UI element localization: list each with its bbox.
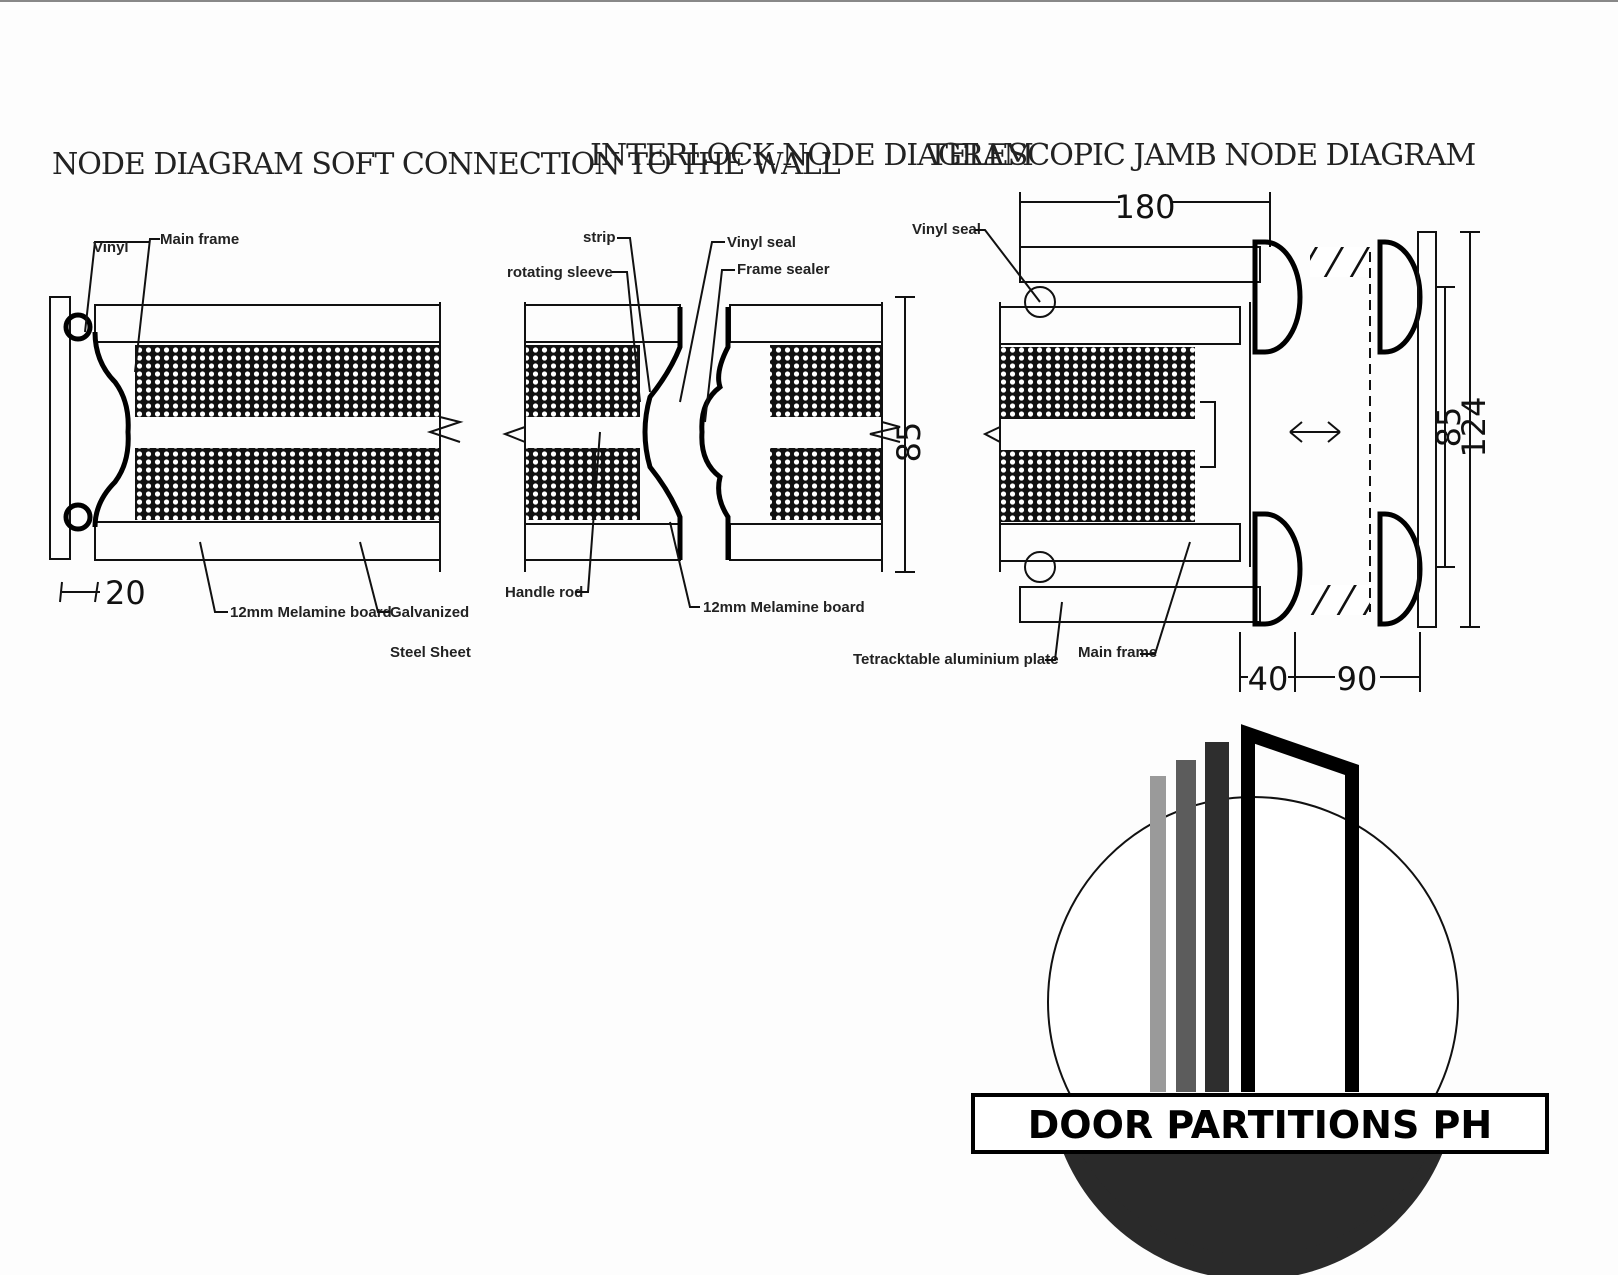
door-partitions-logo: DOOR PARTITIONS PH (971, 724, 1549, 1275)
diagram-title: TELESCOPIC JAMB NODE DIAGRAM (928, 138, 1475, 173)
label-vinyl-seal: Vinyl seal (912, 221, 981, 238)
melamine-board-top (94, 304, 441, 343)
vinyl-seal (63, 312, 93, 342)
dimension-180: 180 (1114, 188, 1175, 226)
logo-text-box (971, 1093, 1549, 1154)
label-strip: strip (583, 229, 616, 246)
logo-door-frame (1241, 724, 1359, 1092)
dimension-20: 20 (105, 574, 146, 612)
melamine-board-bottom (94, 521, 441, 561)
slide-arrow-icon (1289, 421, 1341, 443)
vinyl-seal (63, 502, 93, 532)
interlock-diagram: INTERLOCK NODE DIAGRAM strip rotating sl… (502, 138, 1034, 616)
main-frame-profile (92, 331, 131, 528)
label-main-frame: Main frame (1078, 644, 1157, 661)
logo-bar (1150, 776, 1166, 1092)
wall (49, 296, 71, 560)
diagram-title: INTERLOCK NODE DIAGRAM (590, 138, 1033, 173)
label-rotating-sleeve: rotating sleeve (507, 264, 613, 281)
label-main-frame: Main frame (160, 231, 239, 248)
dimension-90: 90 (1337, 660, 1378, 698)
dimension-40: 40 (1248, 660, 1289, 698)
label-vinyl: Vinyl (93, 239, 129, 256)
label-aluminium-plate: Tetracktable aluminium plate (853, 651, 1059, 668)
label-frame-sealer: Frame sealer (737, 261, 830, 278)
label-galvanized: Galvanized (390, 604, 469, 621)
label-melamine: 12mm Melamine board (703, 599, 865, 616)
soft-connection-diagram: NODE DIAGRAM SOFT CONNECTION TO THE WALL… (49, 147, 842, 661)
label-handle-rod: Handle rod (505, 584, 583, 601)
telescopic-jamb-diagram: TELESCOPIC JAMB NODE DIAGRAM 180 85 124 … (853, 138, 1493, 698)
dimension-85: 85 (890, 422, 928, 463)
label-melamine: 12mm Melamine board (230, 604, 392, 621)
logo-bar (1176, 760, 1196, 1092)
logo-text: DOOR PARTITIONS PH (1028, 1103, 1492, 1147)
label-vinyl-seal: Vinyl seal (727, 234, 796, 251)
dimension-124: 124 (1455, 396, 1493, 457)
label-steel-sheet: Steel Sheet (390, 644, 471, 661)
diagram-title: NODE DIAGRAM SOFT CONNECTION TO THE WALL (52, 147, 841, 182)
dimension-85: 85 (1430, 407, 1468, 448)
logo-bar (1205, 742, 1229, 1092)
insulation-core-bottom (135, 448, 440, 520)
insulation-core-top (135, 345, 440, 417)
